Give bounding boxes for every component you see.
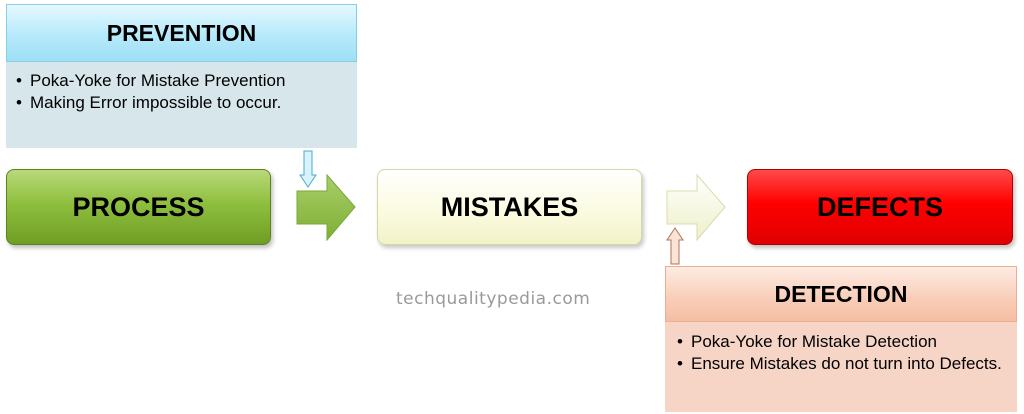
detection-bullet-list: Poka-Yoke for Mistake Detection Ensure M… bbox=[677, 331, 1005, 375]
detection-up-arrow-icon bbox=[666, 227, 684, 265]
prevention-bullet: Poka-Yoke for Mistake Prevention bbox=[16, 70, 347, 92]
process-label: PROCESS bbox=[72, 191, 205, 222]
prevention-title: PREVENTION bbox=[106, 19, 257, 46]
detection-details: Poka-Yoke for Mistake Detection Ensure M… bbox=[665, 322, 1017, 412]
prevention-header: PREVENTION bbox=[6, 4, 357, 62]
mistakes-to-defects-arrow-icon bbox=[666, 173, 726, 242]
detection-bullet: Ensure Mistakes do not turn into Defects… bbox=[677, 353, 1005, 375]
mistakes-label: MISTAKES bbox=[440, 191, 579, 222]
detection-bullet: Poka-Yoke for Mistake Detection bbox=[677, 331, 1005, 353]
mistakes-box: MISTAKES bbox=[377, 169, 642, 245]
prevention-bullet: Making Error impossible to occur. bbox=[16, 92, 347, 114]
prevention-details: Poka-Yoke for Mistake Prevention Making … bbox=[6, 62, 357, 148]
detection-header: DETECTION bbox=[665, 266, 1017, 322]
defects-label: DEFECTS bbox=[816, 191, 943, 222]
watermark-text: techqualitypedia.com bbox=[396, 289, 591, 309]
prevention-down-arrow-icon bbox=[299, 150, 317, 188]
defects-box: DEFECTS bbox=[747, 169, 1013, 245]
prevention-bullet-list: Poka-Yoke for Mistake Prevention Making … bbox=[16, 70, 347, 114]
detection-title: DETECTION bbox=[774, 280, 908, 307]
process-to-mistakes-arrow-icon bbox=[296, 173, 356, 242]
process-box: PROCESS bbox=[6, 169, 271, 245]
